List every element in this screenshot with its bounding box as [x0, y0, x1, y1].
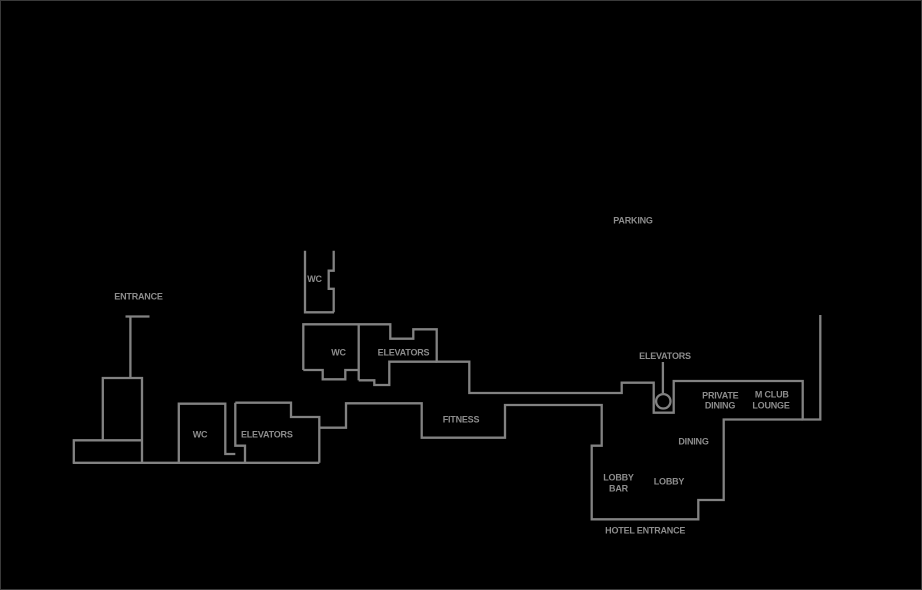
- entrance-marker-line: [125, 315, 150, 378]
- hotel-entrance-label: HOTEL ENTRANCE: [605, 525, 685, 535]
- private-dining-label-line1: PRIVATE: [702, 390, 738, 400]
- elevator-marker-circle: [654, 392, 672, 410]
- lobby-outline: [319, 402, 803, 521]
- m-club-lounge-label-line2: LOUNGE: [752, 400, 789, 410]
- elevators-lower-room: [235, 401, 321, 463]
- m-club-lounge-label-line1: M CLUB: [755, 390, 789, 400]
- dining-label: DINING: [678, 436, 708, 446]
- entrance-label: ENTRANCE: [114, 291, 163, 301]
- private-dining-label-line2: DINING: [705, 401, 735, 411]
- floorplan-labels: ENTRANCE PARKING WC WC ELEVATORS WC ELEV…: [114, 216, 790, 536]
- fitness-label: FITNESS: [443, 414, 480, 424]
- wc-lower-room: [177, 402, 236, 463]
- wc-top-label: WC: [307, 274, 322, 284]
- wc-lower-label: WC: [193, 429, 208, 439]
- wc-top-room: [303, 250, 335, 314]
- elevators-lower-label: ELEVATORS: [241, 429, 293, 439]
- entrance-structure: [101, 376, 144, 463]
- wc-middle-label: WC: [331, 347, 346, 357]
- lobby-bar-label-line2: BAR: [609, 483, 629, 493]
- main-wing-outline: [302, 315, 822, 421]
- wc-mid-bottom: [303, 368, 359, 381]
- entrance-platform: [72, 439, 142, 463]
- elevators-middle-label: ELEVATORS: [378, 347, 430, 357]
- elevators-mid-bottom: [358, 360, 437, 387]
- lobby-label: LOBBY: [654, 476, 685, 486]
- elevators-lobby-label: ELEVATORS: [639, 351, 691, 361]
- lower-step: [234, 402, 247, 463]
- floorplan-walls: [72, 250, 822, 521]
- lobby-bar-label-line1: LOBBY: [603, 472, 634, 482]
- parking-label: PARKING: [613, 216, 653, 226]
